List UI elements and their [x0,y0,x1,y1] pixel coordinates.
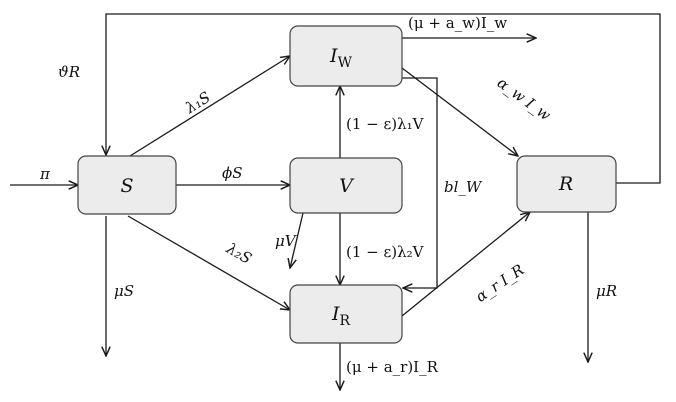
recovery-feedback-loop [106,13,661,184]
label-mu-s: μS [114,282,134,300]
s-to-ir-arrow [127,215,290,310]
s-to-iw-arrow [129,56,290,157]
label-alpha-r: α_r I_R [472,261,527,306]
ir-to-r-arrow [401,212,530,317]
label-outflow-iw: (μ + a_w)I_w [408,14,507,32]
node-r-label: R [558,173,573,195]
label-vac-to-iw: (1 − ε)λ₁V [346,115,425,133]
node-ir: IR [289,284,403,344]
node-v: V [289,157,403,214]
label-lambda1-s: λ₁S [181,88,213,117]
label-mu-r: μR [596,282,617,300]
iw-to-ir-arrow [402,77,438,288]
node-s-label: S [120,175,133,197]
v-death-arrow [290,212,304,268]
label-pi: π [39,165,51,183]
label-theta-r: ϑR [58,63,80,81]
node-iw-label: IW [329,45,353,71]
label-alpha-w: α_w I_w [494,74,554,125]
label-lambda2-s: λ₂S [223,239,255,268]
node-s: S [77,155,177,215]
label-vac-to-ir: (1 − ε)λ₂V [346,243,425,261]
node-r: R [516,155,617,213]
node-iw: IW [289,25,403,87]
node-v-label: V [339,175,355,197]
label-phi-s: ϕS [222,164,243,182]
label-outflow-ir: (μ + a_r)I_R [346,358,439,376]
iw-to-r-arrow [401,67,518,156]
label-mu-v: μV [275,232,298,250]
node-ir-label: IR [331,303,351,329]
label-bl-w: bl_W [444,178,483,196]
